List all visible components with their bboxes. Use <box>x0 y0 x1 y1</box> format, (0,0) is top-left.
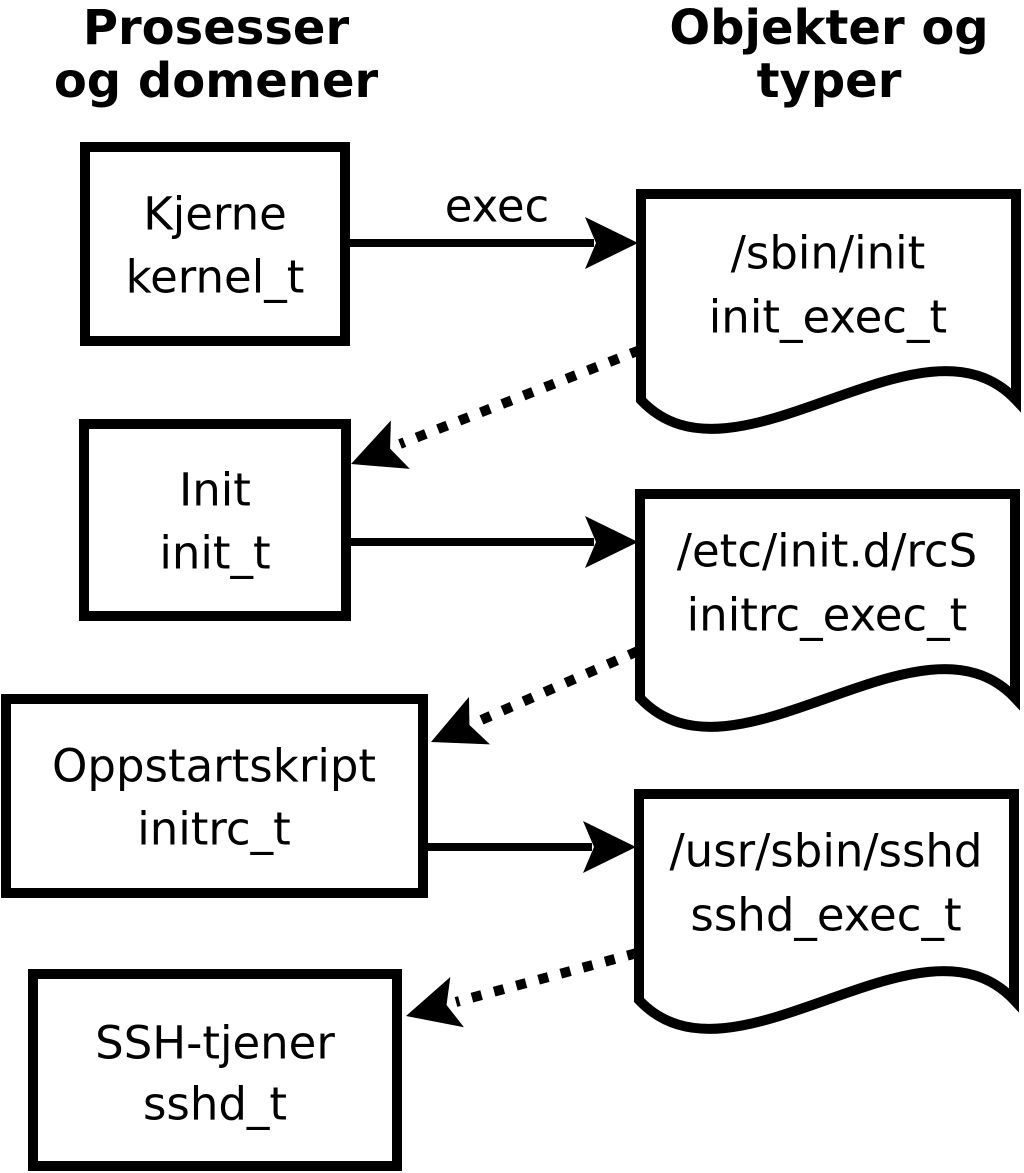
process-name: Oppstartskript <box>52 740 376 793</box>
transition-arrow-rcS-to-initrc <box>431 646 641 745</box>
process-name: Init <box>179 464 251 517</box>
process-node-kernel: Kjerne kernel_t <box>80 142 350 346</box>
process-type: sshd_t <box>143 1078 287 1131</box>
transition-arrow-sshd-exec-to-sshd <box>406 948 639 1028</box>
arrowhead-icon <box>406 977 464 1028</box>
left-column-header-line1: Prosesser <box>83 0 350 56</box>
arrowhead-icon <box>431 696 490 745</box>
dotted-shaft <box>476 646 641 726</box>
transition-arrow-sbin-init-to-init <box>351 345 642 469</box>
object-path: /etc/init.d/rcS <box>677 525 977 578</box>
left-column-header-line2: og domener <box>54 53 379 109</box>
exec-arrow-label: exec <box>445 180 550 233</box>
object-type: initrc_exec_t <box>687 589 968 642</box>
process-node-init: Init init_t <box>79 419 351 621</box>
process-box <box>79 419 351 621</box>
process-name: SSH-tjener <box>95 1017 335 1070</box>
object-type: sshd_exec_t <box>690 889 961 942</box>
object-path: /sbin/init <box>731 227 926 280</box>
process-node-sshd: SSH-tjener sshd_t <box>28 969 402 1171</box>
right-column-header-line1: Objekter og <box>669 0 988 56</box>
right-column-header-line2: typer <box>757 53 902 109</box>
process-box <box>80 142 350 346</box>
object-type: init_exec_t <box>709 291 947 344</box>
process-node-initrc: Oppstartskript initrc_t <box>1 694 428 898</box>
arrowhead-icon <box>583 821 636 873</box>
process-box <box>1 694 428 898</box>
dotted-shaft <box>454 948 639 1007</box>
process-name: Kjerne <box>143 188 287 241</box>
exec-arrow-kernel-to-sbin-init: exec <box>346 180 638 269</box>
arrowhead-icon <box>585 516 638 568</box>
document-shape <box>634 789 1019 1034</box>
object-node-sbin-init: /sbin/init init_exec_t <box>636 189 1021 434</box>
process-type: init_t <box>159 527 270 580</box>
document-shape <box>636 189 1021 434</box>
exec-arrow-initrc-to-sshd <box>424 821 636 873</box>
document-shape <box>635 489 1020 732</box>
arrowhead-icon <box>585 217 638 269</box>
exec-arrow-init-to-rcS <box>345 516 638 568</box>
object-path: /usr/sbin/sshd <box>670 825 983 878</box>
arrowhead-icon <box>351 420 410 469</box>
process-type: kernel_t <box>126 251 305 304</box>
object-node-usr-sbin-sshd: /usr/sbin/sshd sshd_exec_t <box>634 789 1019 1034</box>
dotted-shaft <box>398 345 642 449</box>
process-type: initrc_t <box>137 803 291 856</box>
process-box <box>28 969 402 1171</box>
object-node-rcS: /etc/init.d/rcS initrc_exec_t <box>635 489 1020 732</box>
